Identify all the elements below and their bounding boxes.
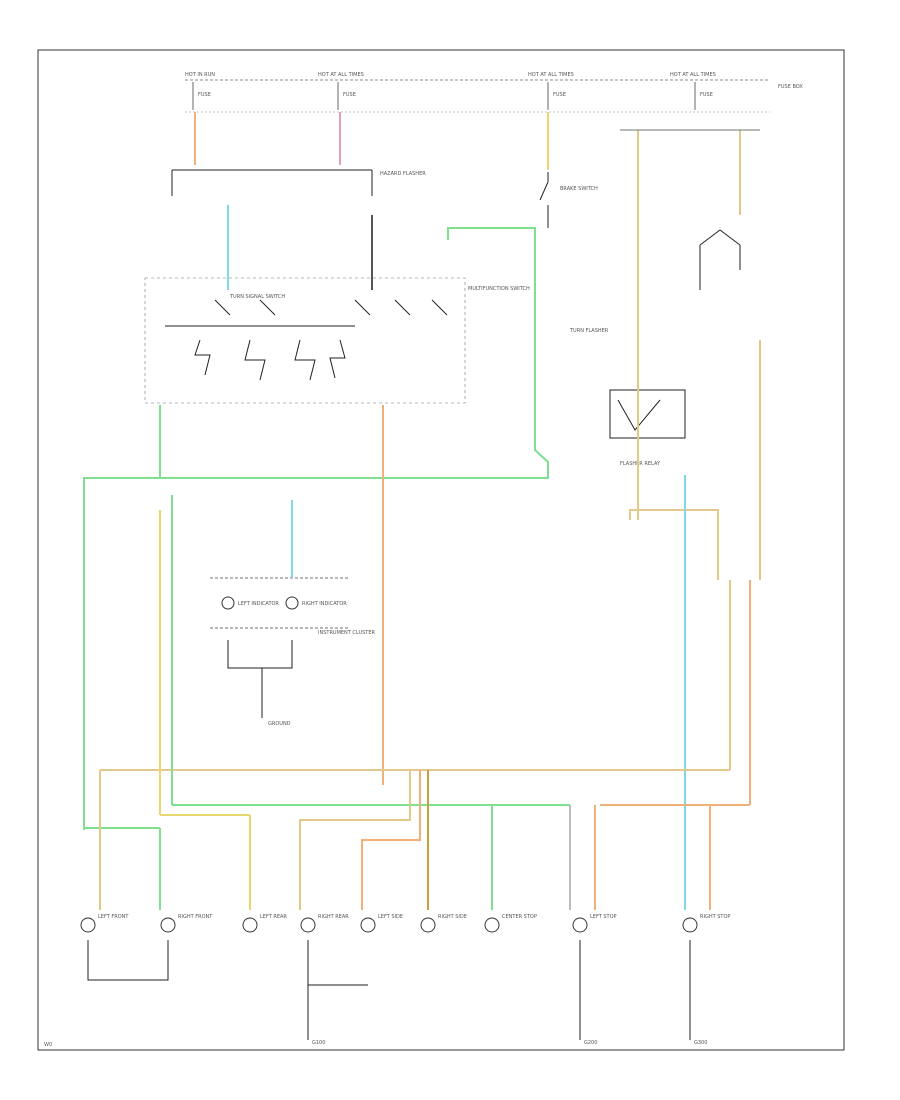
- ground-label-1: G100: [312, 1040, 325, 1046]
- svg-text:LEFT FRONT: LEFT FRONT: [98, 914, 129, 920]
- wire-tan-loop: [629, 509, 719, 520]
- svg-text:GROUND: GROUND: [268, 721, 291, 727]
- wire-green-hazard: [83, 227, 549, 830]
- wire-tan-center: [299, 770, 411, 910]
- ground-label-3: G300: [694, 1040, 707, 1046]
- power-label-4: HOT AT ALL TIMES: [670, 72, 716, 78]
- svg-text:RIGHT FRONT: RIGHT FRONT: [178, 914, 213, 920]
- svg-text:FLASHER RELAY: FLASHER RELAY: [620, 461, 661, 467]
- lamp-right-side: RIGHT SIDE: [420, 914, 467, 933]
- instrument-cluster: LEFT INDICATOR RIGHT INDICATOR INSTRUMEN…: [210, 577, 376, 727]
- power-label-3: HOT AT ALL TIMES: [528, 72, 574, 78]
- svg-text:FUSE: FUSE: [700, 92, 713, 98]
- lamp-center-stop: CENTER STOP: [484, 914, 537, 933]
- lamp-right-front: RIGHT FRONT: [160, 914, 213, 933]
- ground-wire-center: [307, 940, 368, 986]
- svg-text:FUSE: FUSE: [198, 92, 211, 98]
- power-label-1: HOT IN RUN: [185, 72, 215, 78]
- wire-orange-center: [361, 770, 421, 910]
- lamp-left-side: LEFT SIDE: [360, 914, 403, 933]
- diagram-frame: [37, 49, 845, 1051]
- hazard-flasher-label: HAZARD FLASHER: [380, 171, 426, 177]
- lamp-right-rear: RIGHT REAR: [300, 914, 349, 933]
- lamp-left-rear: LEFT REAR: [242, 914, 287, 933]
- svg-text:LEFT STOP: LEFT STOP: [590, 914, 617, 920]
- svg-text:LEFT REAR: LEFT REAR: [260, 914, 287, 920]
- svg-text:RIGHT SIDE: RIGHT SIDE: [438, 914, 467, 920]
- svg-text:LEFT SIDE: LEFT SIDE: [378, 914, 403, 920]
- left-indicator-label: LEFT INDICATOR: [238, 601, 279, 607]
- fuse-box-label: FUSE BOX: [778, 84, 803, 90]
- svg-text:RIGHT REAR: RIGHT REAR: [318, 914, 349, 920]
- svg-text:TURN SIGNAL SWITCH: TURN SIGNAL SWITCH: [229, 294, 285, 300]
- lamp-left-front: LEFT FRONT: [80, 914, 129, 933]
- figure-id: W0: [44, 1042, 52, 1048]
- right-indicator-label: RIGHT INDICATOR: [302, 601, 347, 607]
- svg-text:BRAKE SWITCH: BRAKE SWITCH: [560, 186, 598, 192]
- fuse-4: FUSE: [694, 82, 713, 110]
- svg-text:RIGHT STOP: RIGHT STOP: [700, 914, 730, 920]
- lamp-right-stop: RIGHT STOP: [682, 914, 730, 933]
- fuse-2: FUSE: [337, 82, 356, 110]
- brake-switch: BRAKE SWITCH: [539, 172, 598, 228]
- svg-text:TURN FLASHER: TURN FLASHER: [569, 328, 609, 334]
- svg-text:INSTRUMENT CLUSTER: INSTRUMENT CLUSTER: [318, 630, 376, 636]
- turn-signal-switch: TURN SIGNAL SWITCH MULTIFUNCTION SWITCH: [144, 277, 530, 404]
- svg-text:MULTIFUNCTION SWITCH: MULTIFUNCTION SWITCH: [468, 286, 530, 292]
- fuse-1: FUSE: [192, 82, 211, 110]
- right-switch: [699, 229, 741, 290]
- svg-text:FUSE: FUSE: [343, 92, 356, 98]
- fuse-3: FUSE: [547, 82, 566, 110]
- svg-text:CENTER STOP: CENTER STOP: [502, 914, 537, 920]
- ground-wire-left: [87, 940, 169, 981]
- svg-text:FUSE: FUSE: [553, 92, 566, 98]
- lamp-left-stop: LEFT STOP: [572, 914, 617, 933]
- ground-label-2: G200: [584, 1040, 597, 1046]
- turn-flasher: TURN FLASHER FLASHER RELAY: [569, 328, 686, 467]
- power-label-2: HOT AT ALL TIMES: [318, 72, 364, 78]
